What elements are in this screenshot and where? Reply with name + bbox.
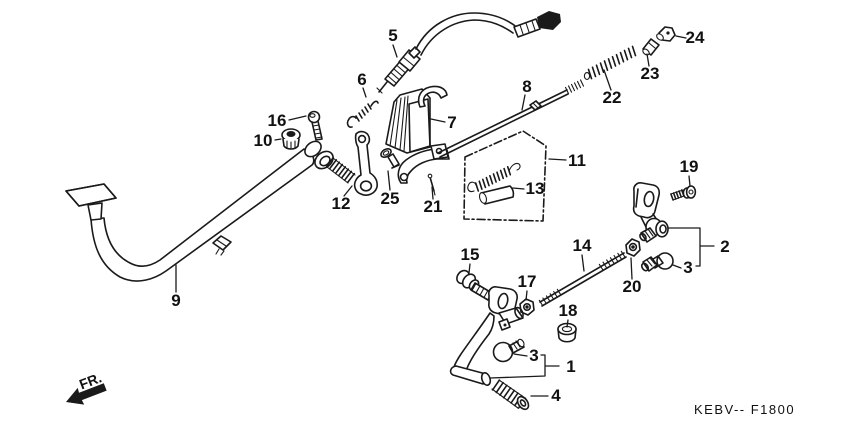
lock-nut-lower xyxy=(519,298,535,316)
adjuster-nut xyxy=(656,26,676,42)
callout-25: 25 xyxy=(381,189,400,208)
callout-22: 22 xyxy=(603,88,622,107)
callout-3-upper: 3 xyxy=(683,258,692,277)
leader-3-lower xyxy=(513,353,528,357)
gearshift-arm xyxy=(632,182,669,243)
callout-2: 2 xyxy=(720,237,729,256)
lock-nut-upper xyxy=(625,238,641,257)
leader-23 xyxy=(646,53,650,67)
brake-rod xyxy=(437,79,585,158)
leader-14 xyxy=(581,254,585,272)
rubber-boot xyxy=(385,85,448,154)
brake-pedal xyxy=(65,148,315,282)
leader-8 xyxy=(521,94,526,111)
leader-25 xyxy=(387,170,391,191)
fr-label: FR. xyxy=(77,369,104,392)
callout-21: 21 xyxy=(424,197,443,216)
pivot-bolt xyxy=(307,110,323,141)
leader-7 xyxy=(430,118,446,123)
callout-17: 17 xyxy=(518,272,537,291)
shoulder-bolt xyxy=(456,269,493,301)
callout-18: 18 xyxy=(559,301,578,320)
callout-23: 23 xyxy=(641,64,660,83)
callouts: 5 6 16 10 12 25 21 7 8 22 23 24 11 13 19… xyxy=(171,26,729,405)
leader-24 xyxy=(675,35,687,39)
callout-15: 15 xyxy=(461,245,480,264)
callout-1: 1 xyxy=(566,357,575,376)
ball-joint-upper xyxy=(640,252,674,272)
sub-assembly-box xyxy=(463,130,547,222)
joint-pin xyxy=(380,147,400,169)
adjust-spring xyxy=(583,45,637,80)
leader-10 xyxy=(274,138,282,141)
callout-19: 19 xyxy=(680,157,699,176)
diagram-code: KEBV-- F1800 xyxy=(694,402,795,417)
leader-12 xyxy=(343,185,353,197)
leader-18 xyxy=(566,319,569,328)
leader-15 xyxy=(468,263,471,274)
leader-19 xyxy=(688,175,691,187)
cotter-pin xyxy=(427,173,436,196)
brake-arm-link xyxy=(353,130,378,196)
pedal-spring-coil xyxy=(325,156,356,184)
callout-6: 6 xyxy=(357,70,366,89)
leader-lines xyxy=(175,35,715,397)
leader-13 xyxy=(512,187,525,190)
callout-14: 14 xyxy=(573,236,592,255)
gearshift-pedal xyxy=(449,286,524,387)
bracket-1 xyxy=(489,354,560,379)
callout-11: 11 xyxy=(568,151,586,170)
callout-20: 20 xyxy=(623,277,642,296)
leader-5 xyxy=(392,44,398,58)
bracket-2 xyxy=(667,227,715,267)
fr-direction-arrow: FR. xyxy=(66,369,107,405)
callout-24: 24 xyxy=(686,28,705,47)
callout-4: 4 xyxy=(551,386,561,405)
brake-switch-cable xyxy=(376,11,561,94)
pivot-bushing xyxy=(281,128,301,150)
callout-13: 13 xyxy=(526,179,545,198)
leader-17 xyxy=(525,290,528,301)
pinch-bolt xyxy=(670,185,697,201)
leader-20 xyxy=(630,257,633,280)
return-spring-part xyxy=(467,162,521,205)
callout-16: 16 xyxy=(268,111,287,130)
leader-11 xyxy=(548,158,567,161)
callout-8: 8 xyxy=(522,77,531,96)
shift-link-rod xyxy=(538,250,627,307)
small-spring xyxy=(346,100,379,128)
adjuster-sleeve xyxy=(642,38,660,56)
callout-10: 10 xyxy=(254,131,273,150)
callout-3-lower: 3 xyxy=(529,346,538,365)
leader-16 xyxy=(288,115,307,121)
leader-22 xyxy=(603,69,612,91)
ball-joint-lower xyxy=(492,338,525,363)
leader-21 xyxy=(431,186,434,200)
callout-9: 9 xyxy=(171,291,180,310)
callout-7: 7 xyxy=(447,113,456,132)
leader-3-upper xyxy=(672,264,682,269)
pedal-rubber xyxy=(491,379,530,411)
leader-6 xyxy=(362,87,367,98)
callout-5: 5 xyxy=(388,26,397,45)
arrow-icon xyxy=(66,383,107,405)
callout-12: 12 xyxy=(332,194,351,213)
